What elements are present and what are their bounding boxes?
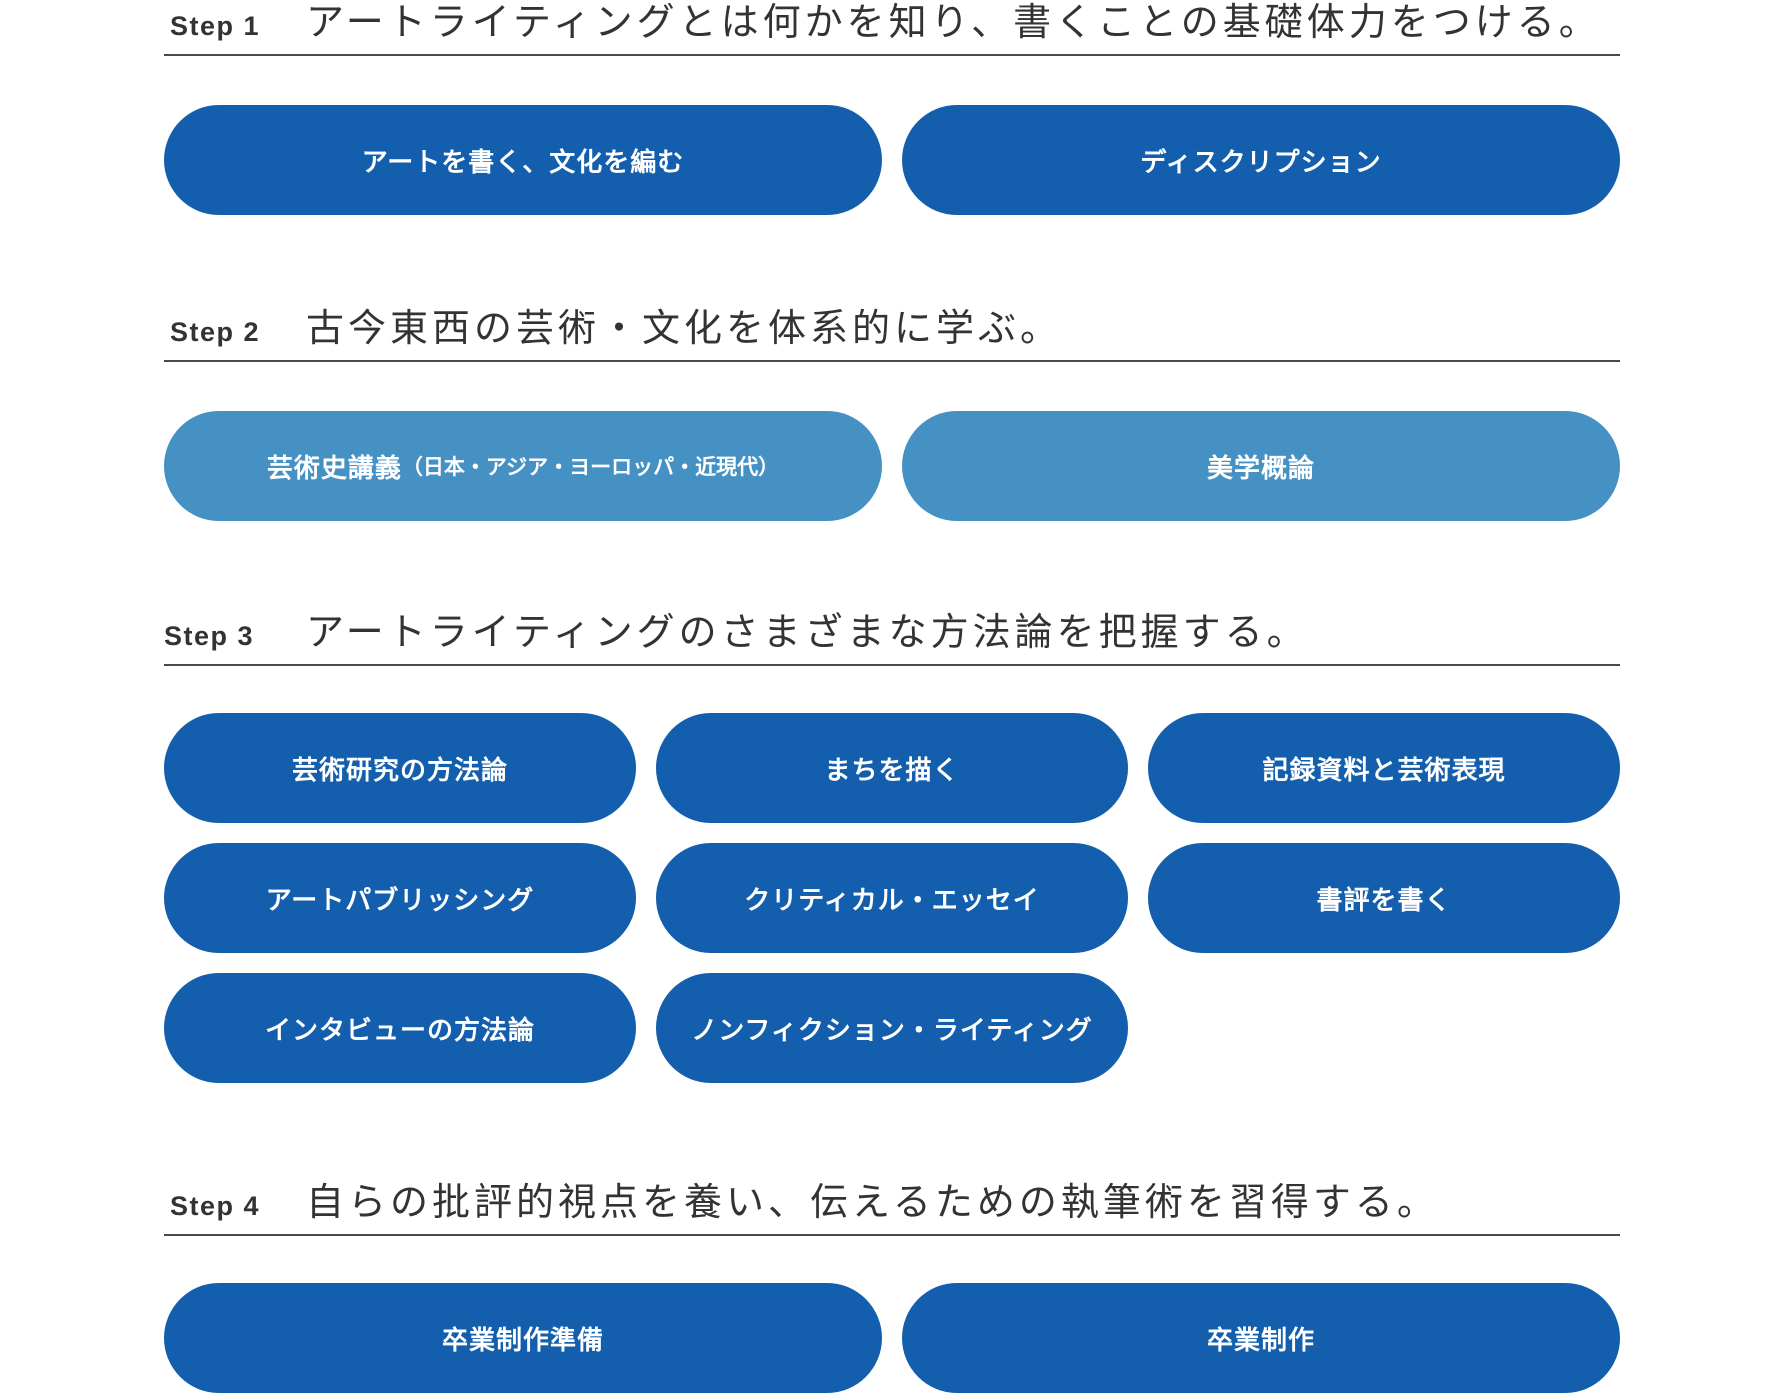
step-2-label: Step 2	[170, 317, 261, 347]
course-pill-drawing-the-town[interactable]: まちを描く	[656, 713, 1128, 823]
course-label: ディスクリプション	[1140, 147, 1382, 178]
course-pill-graduation-prep[interactable]: 卒業制作準備	[164, 1283, 882, 1393]
step-3-label: Step 3	[164, 621, 255, 651]
step-2-header: Step 2 古今東西の芸術・文化を体系的に学ぶ。	[164, 306, 1620, 362]
course-label: 美学概論	[1206, 453, 1315, 484]
course-label: クリティカル・エッセイ	[744, 885, 1040, 916]
step-3-header: Step 3 アートライティングのさまざまな方法論を把握する。	[164, 610, 1620, 666]
step-3-courses: 芸術研究の方法論 まちを描く 記録資料と芸術表現 アートパブリッシング クリティ…	[164, 713, 1620, 1083]
course-pill-aesthetics[interactable]: 美学概論	[902, 411, 1620, 521]
step-4-label: Step 4	[170, 1191, 261, 1221]
step-1-title: アートライティングとは何かを知り、書くことの基礎体力をつける。	[306, 0, 1601, 44]
course-pill-records-and-art-expression[interactable]: 記録資料と芸術表現	[1148, 713, 1620, 823]
course-label: ノンフィクション・ライティング	[691, 1015, 1093, 1046]
course-pill-nonfiction-writing[interactable]: ノンフィクション・ライティング	[656, 973, 1128, 1083]
course-pill-description[interactable]: ディスクリプション	[902, 105, 1620, 215]
step-3-section: Step 3 アートライティングのさまざまな方法論を把握する。 芸術研究の方法論…	[164, 610, 1620, 1085]
step-4-section: Step 4 自らの批評的視点を養い、伝えるための執筆術を習得する。 卒業制作準…	[164, 1180, 1620, 1393]
course-label: アートパブリッシング	[265, 885, 535, 916]
course-label: 記録資料と芸術表現	[1262, 755, 1506, 786]
course-pill-book-review[interactable]: 書評を書く	[1148, 843, 1620, 953]
course-label: 卒業制作準備	[441, 1325, 604, 1356]
course-label: まちを描く	[824, 755, 960, 786]
step-4-courses: 卒業制作準備 卒業制作	[164, 1283, 1620, 1393]
course-pill-interview-methods[interactable]: インタビューの方法論	[164, 973, 636, 1083]
step-2-courses: 芸術史講義（日本・アジア・ヨーロッパ・近現代） 美学概論	[164, 411, 1620, 521]
course-sublabel: （日本・アジア・ヨーロッパ・近現代）	[401, 455, 780, 479]
course-pill-graduation-work[interactable]: 卒業制作	[902, 1283, 1620, 1393]
course-label: 芸術研究の方法論	[291, 755, 508, 786]
course-label: 芸術史講義	[266, 453, 402, 484]
course-pill-critical-essay[interactable]: クリティカル・エッセイ	[656, 843, 1128, 953]
course-label: アートを書く、文化を編む	[361, 147, 685, 178]
step-1-section: Step 1 アートライティングとは何かを知り、書くことの基礎体力をつける。 ア…	[164, 0, 1620, 230]
course-pill-art-history-lectures[interactable]: 芸術史講義（日本・アジア・ヨーロッパ・近現代）	[164, 411, 882, 521]
course-label: 卒業制作	[1206, 1325, 1315, 1356]
step-4-header: Step 4 自らの批評的視点を養い、伝えるための執筆術を習得する。	[164, 1180, 1620, 1236]
step-2-section: Step 2 古今東西の芸術・文化を体系的に学ぶ。 芸術史講義（日本・アジア・ヨ…	[164, 306, 1620, 536]
course-pill-art-publishing[interactable]: アートパブリッシング	[164, 843, 636, 953]
step-4-title: 自らの批評的視点を養い、伝えるための執筆術を習得する。	[306, 1180, 1439, 1224]
step-1-label: Step 1	[170, 11, 261, 41]
course-pill-art-research-methods[interactable]: 芸術研究の方法論	[164, 713, 636, 823]
step-3-title: アートライティングのさまざまな方法論を把握する。	[306, 610, 1309, 654]
step-1-courses: アートを書く、文化を編む ディスクリプション	[164, 105, 1620, 215]
step-2-title: 古今東西の芸術・文化を体系的に学ぶ。	[306, 306, 1063, 350]
step-1-header: Step 1 アートライティングとは何かを知り、書くことの基礎体力をつける。	[164, 0, 1620, 56]
course-pill-art-writing-culture[interactable]: アートを書く、文化を編む	[164, 105, 882, 215]
course-label: インタビューの方法論	[264, 1015, 535, 1046]
course-label: 書評を書く	[1316, 885, 1452, 916]
